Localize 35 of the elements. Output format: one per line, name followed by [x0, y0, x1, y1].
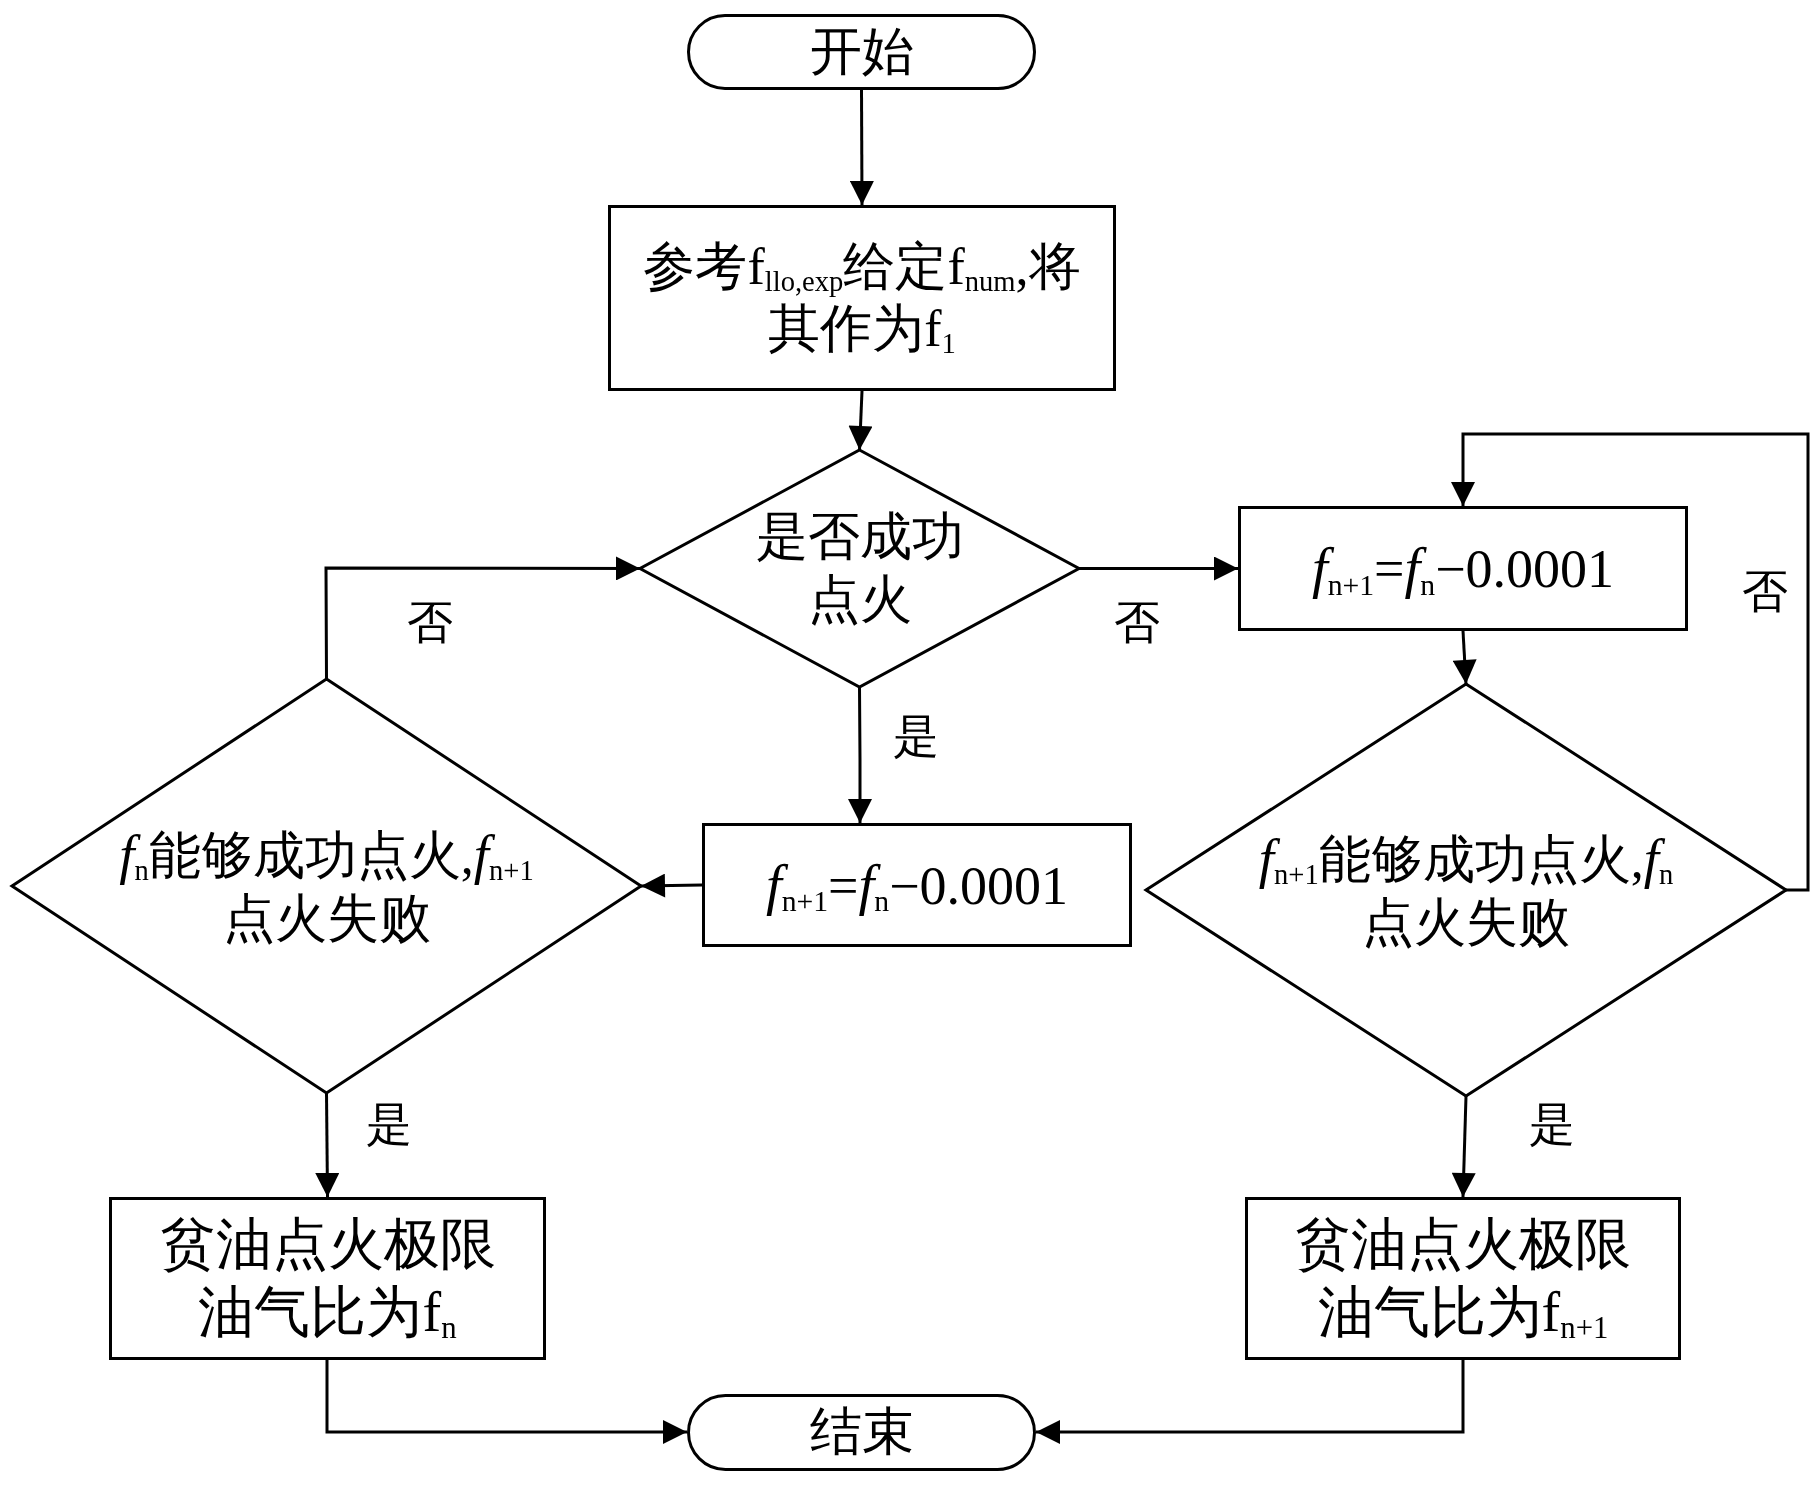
- arrow: [325, 1360, 687, 1444]
- arrow: [1079, 556, 1238, 581]
- node-text: f$_{n}$能够成功点火,f$_{n+1}$点火失败: [118, 823, 535, 949]
- arrow: [640, 873, 703, 898]
- node-text: 贫油点火极限油气比为f$_{n}$: [158, 1212, 497, 1346]
- process-box: [1245, 1197, 1681, 1360]
- node-text: 贫油点火极限油气比为f$_{n+1}$: [1294, 1212, 1632, 1346]
- node-text: 结束: [809, 1402, 914, 1463]
- arrow: [1036, 1360, 1465, 1444]
- process-box: [608, 205, 1116, 391]
- decision-diamond: [1143, 682, 1789, 1098]
- edge-label: 否: [1742, 569, 1788, 615]
- process-box: [109, 1197, 546, 1360]
- edge-label: 否: [407, 600, 453, 646]
- node-text: 是否成功点火: [754, 507, 965, 630]
- edge-label: 否: [1114, 600, 1160, 646]
- edge-label: 是: [1529, 1102, 1575, 1148]
- node-text: 参考f$_{llo,exp}$给定f$_{num}$,将其作为f$_{1}$: [642, 236, 1082, 361]
- process-box: [1238, 506, 1688, 631]
- node-text: f$_{n+1}$=f$_{n}$−0.0001: [765, 852, 1069, 919]
- arrow: [849, 90, 874, 205]
- edge-label: 是: [893, 714, 939, 760]
- process-box: [702, 823, 1132, 947]
- arrow: [315, 1093, 340, 1197]
- arrow: [1451, 432, 1810, 892]
- node-text: 开始: [809, 21, 914, 82]
- node-text: f$_{n+1}$能够成功点火,f$_{n}$点火失败: [1257, 827, 1675, 953]
- arrow: [848, 390, 873, 451]
- arrow: [1451, 1095, 1476, 1198]
- arrow: [324, 556, 640, 679]
- arrow: [848, 687, 872, 823]
- edge-label: 是: [366, 1102, 412, 1148]
- arrow: [1452, 630, 1477, 685]
- decision-diamond: [9, 677, 644, 1095]
- node-text: f$_{n+1}$=f$_{n}$−0.0001: [1311, 535, 1615, 603]
